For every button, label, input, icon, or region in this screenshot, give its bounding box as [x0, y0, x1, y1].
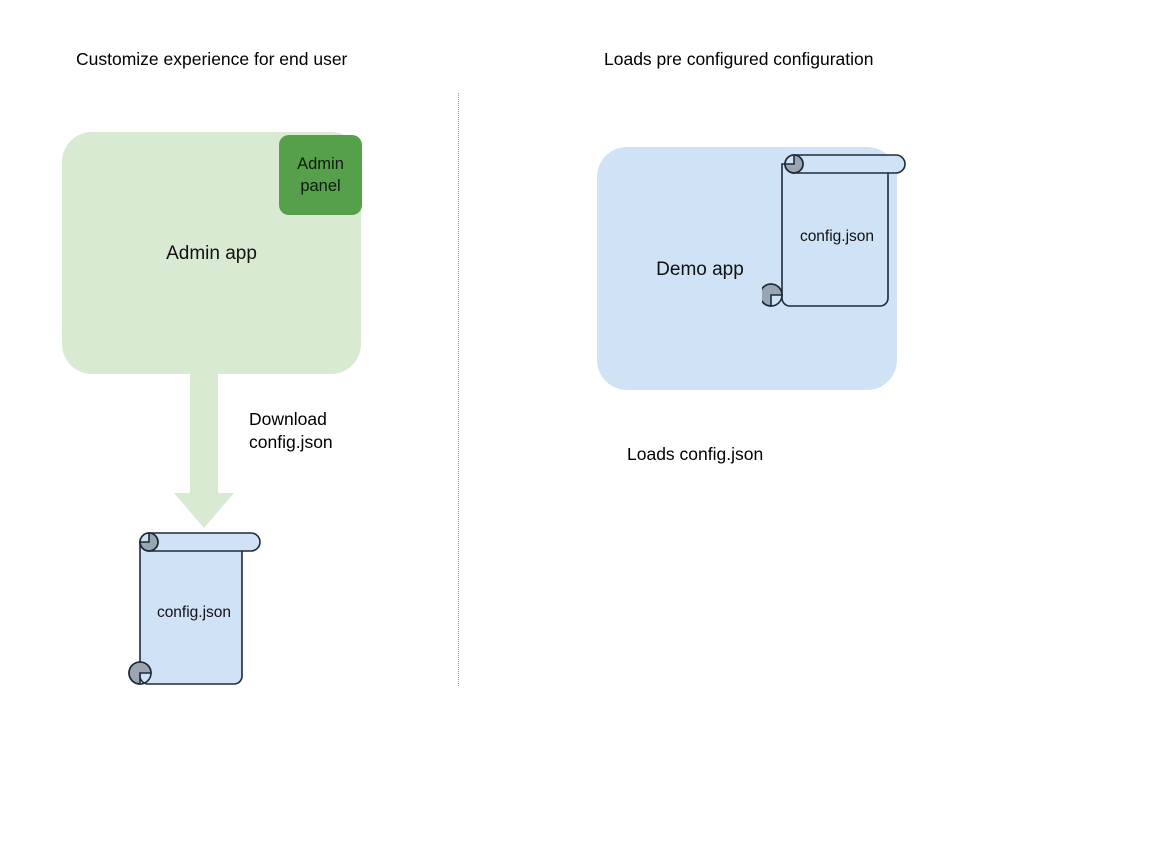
admin-app-label: Admin app: [166, 243, 257, 264]
config-json-document-right-label: config.json: [799, 228, 875, 245]
download-arrow-icon: [174, 370, 234, 528]
left-column-heading: Customize experience for end user: [76, 49, 348, 69]
column-divider: [458, 93, 459, 686]
demo-app-label: Demo app: [656, 259, 744, 280]
config-json-document-right[interactable]: [762, 148, 914, 318]
right-column-heading: Loads pre configured configuration: [604, 49, 874, 69]
download-arrow-label: Download config.json: [249, 409, 333, 452]
config-json-document-left-label: config.json: [156, 604, 232, 621]
loads-config-caption: Loads config.json: [627, 444, 764, 464]
config-json-document-left[interactable]: [118, 526, 270, 696]
admin-panel-chip-label: Admin panel: [297, 155, 344, 195]
admin-panel-chip[interactable]: Admin panel: [279, 135, 362, 215]
